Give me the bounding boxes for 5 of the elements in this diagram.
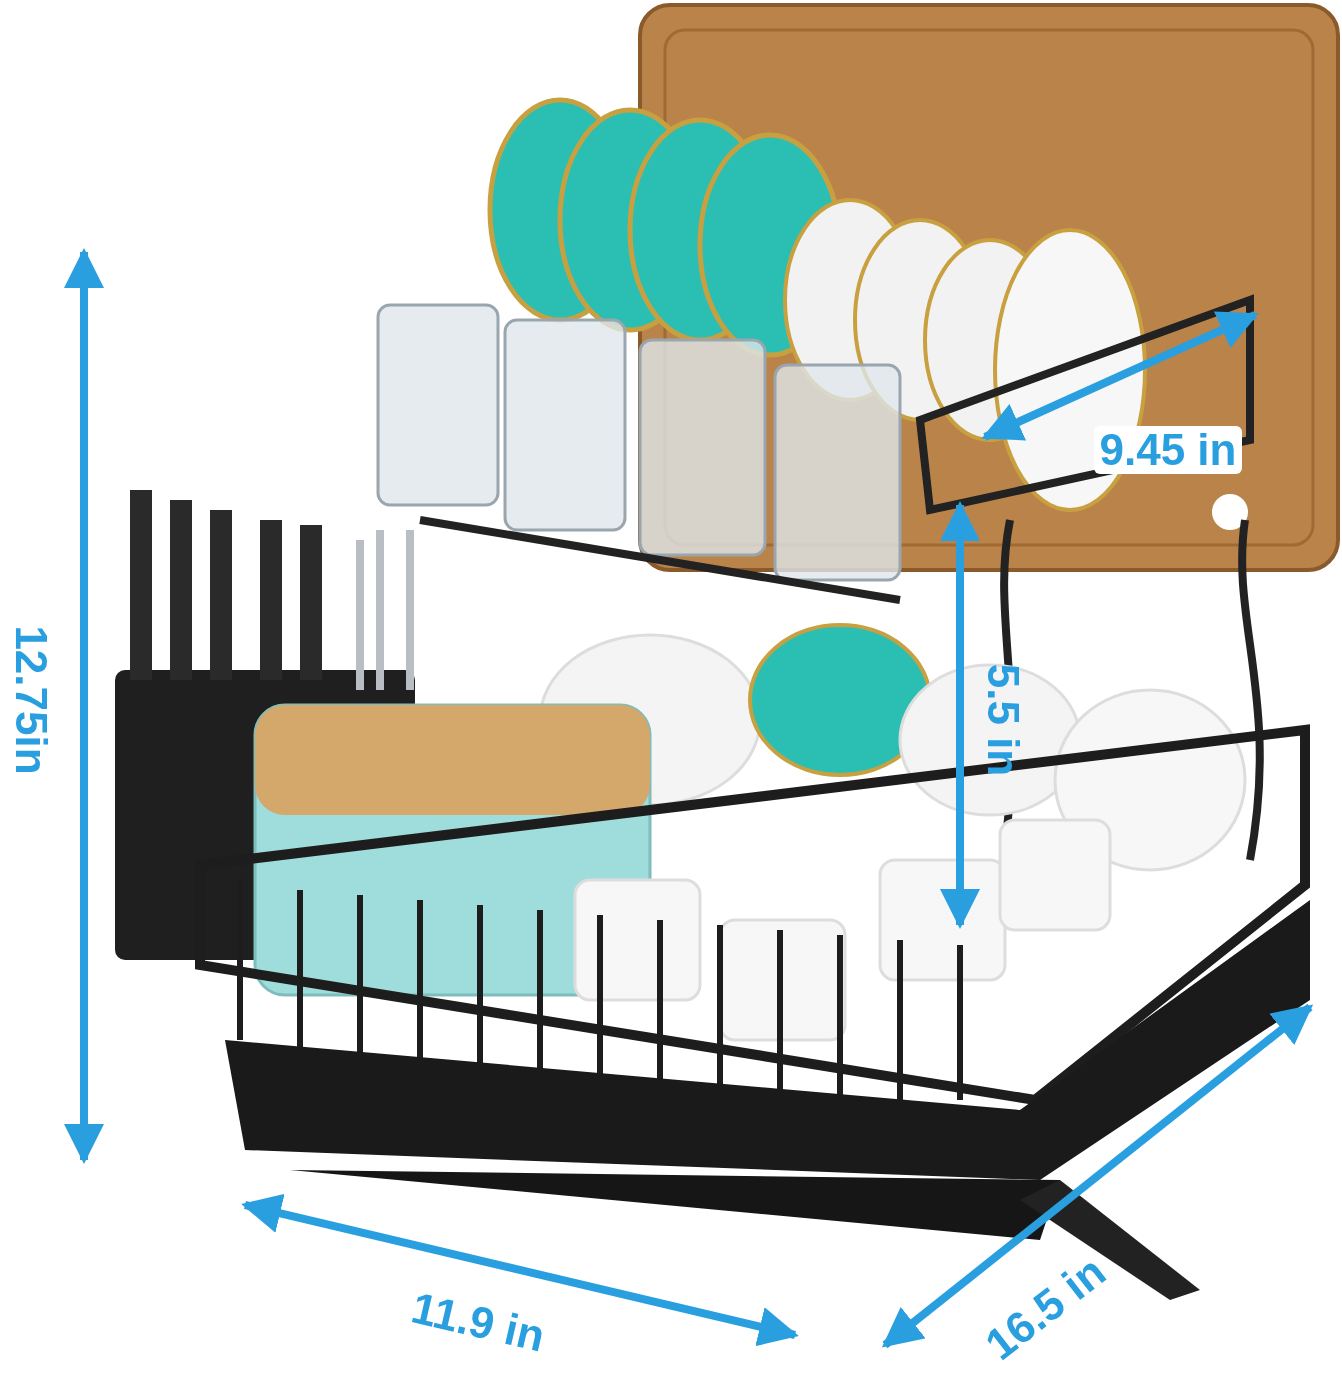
dimension-label: 12.75in: [8, 625, 53, 775]
dimension-label: 5.5 in: [980, 663, 1025, 777]
dimension-label: 16.5 in: [977, 1248, 1113, 1368]
dimension-label: 11.9 in: [407, 1285, 549, 1359]
dimension-label: 9.45 in: [1093, 426, 1243, 474]
